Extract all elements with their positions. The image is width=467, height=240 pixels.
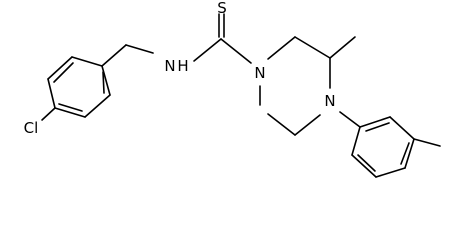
- atom-chlorine: Cl: [24, 119, 39, 137]
- ring1-bond: [54, 107, 86, 118]
- ring1-bond: [47, 56, 73, 80]
- ring1-inner-bond: [53, 62, 74, 83]
- bond-cl-c: [41, 107, 56, 121]
- piperazine-bond: [294, 114, 321, 136]
- atom-piperazine-n1: N: [254, 64, 265, 82]
- ring2-inner-bond: [365, 122, 390, 132]
- ring2-bond: [351, 154, 377, 178]
- ring1-bond: [47, 78, 56, 109]
- chlorobenzyl-group: [41, 44, 154, 121]
- atom-piperazine-n4: N: [324, 92, 335, 110]
- bond-ring-methyl: [413, 138, 441, 147]
- ring2-inner-bond: [400, 142, 410, 165]
- ring2-bond: [351, 126, 361, 156]
- ring1-bond: [71, 56, 103, 67]
- thiocarbonyl-group: [193, 13, 252, 64]
- bond-ring-methyl: [329, 36, 356, 59]
- methylpiperazine-ring: [259, 36, 361, 136]
- piperazine-bond: [294, 36, 331, 59]
- ring1-inner-bond: [58, 103, 83, 112]
- atom-amide-hydrogen: H: [177, 57, 188, 75]
- molecule-structure: S N H N N Cl: [24, 0, 441, 178]
- ring2-bond: [404, 138, 415, 169]
- ring2-bond: [375, 167, 406, 178]
- bond-n4-aryl: [339, 111, 361, 128]
- ring2-bond: [389, 116, 415, 140]
- atom-thione-sulfur: S: [217, 0, 227, 17]
- ring1-inner-bond: [102, 71, 105, 94]
- ring1-bond: [84, 94, 111, 118]
- bond-ch2-nh: [125, 44, 154, 54]
- ring2-bond: [359, 116, 391, 128]
- atom-amide-nitrogen: N: [164, 57, 175, 75]
- tolyl-group: [351, 116, 441, 178]
- atom-labels: S N H N N Cl: [24, 0, 336, 137]
- piperazine-bond: [267, 113, 296, 136]
- bond-c-n1: [220, 38, 252, 64]
- piperazine-bond: [267, 36, 296, 60]
- ring1-bond: [101, 65, 111, 96]
- ring2-inner-bond: [357, 154, 376, 172]
- bond-nh-c: [193, 38, 222, 62]
- bond-ring-ch2: [101, 44, 127, 67]
